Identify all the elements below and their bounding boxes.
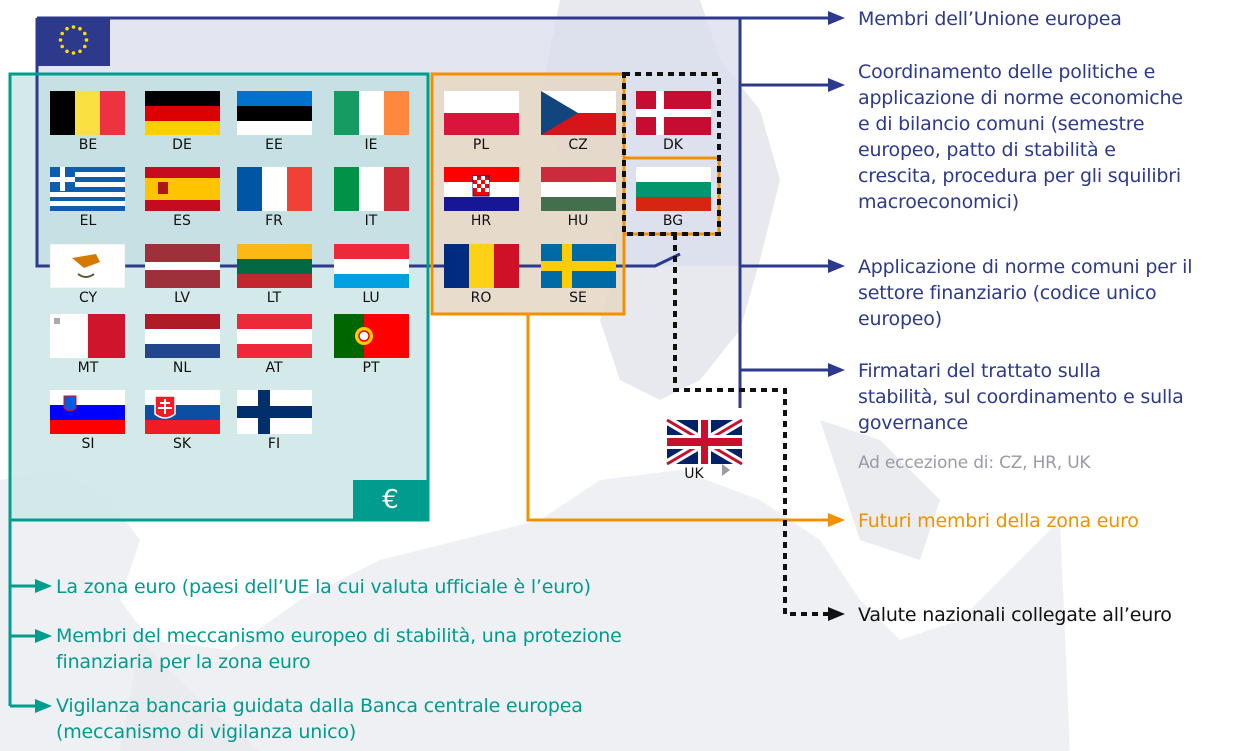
code-at: AT	[265, 360, 283, 376]
code-fr: FR	[265, 213, 283, 229]
euro-box	[353, 480, 428, 520]
code-mt: MT	[77, 360, 99, 376]
label-esm: Membri del meccanismo europeo di stabili…	[56, 625, 622, 673]
flag-it	[334, 167, 409, 211]
flag-at	[237, 314, 312, 358]
code-ee: EE	[265, 137, 283, 153]
flag-uk	[664, 416, 745, 468]
code-si: SI	[81, 436, 95, 452]
flag-nl	[145, 314, 220, 358]
code-el: EL	[79, 213, 97, 229]
code-lt: LT	[266, 290, 282, 306]
label-financial-rules: Applicazione di norme comuni per il sett…	[858, 256, 1193, 330]
code-sk: SK	[172, 436, 192, 452]
flag-lv	[145, 244, 220, 288]
eurozone-region	[10, 74, 428, 520]
code-ie: IE	[364, 137, 378, 153]
flag-sk	[145, 390, 220, 434]
flag-se	[541, 244, 616, 288]
flag-pl	[444, 91, 519, 135]
label-treaty-exception: Ad eccezione di: CZ, HR, UK	[858, 453, 1091, 473]
code-se: SE	[569, 290, 587, 306]
code-lu: LU	[362, 290, 380, 306]
euro-symbol: €	[382, 485, 399, 515]
code-lv: LV	[174, 290, 190, 306]
flag-be	[50, 91, 125, 135]
flag-ee	[237, 91, 312, 135]
code-es: ES	[173, 213, 191, 229]
label-linked-currencies: Valute nazionali collegate all’euro	[858, 604, 1172, 626]
flag-cz	[541, 91, 616, 135]
label-coordination: Coordinamento delle politiche e applicaz…	[858, 61, 1183, 213]
flag-ro	[444, 244, 519, 288]
flag-fi	[237, 390, 312, 434]
code-dk: DK	[663, 137, 683, 153]
label-eurozone: La zona euro (paesi dell’UE la cui valut…	[56, 576, 591, 598]
code-nl: NL	[172, 360, 192, 376]
code-hu: HU	[567, 213, 589, 229]
code-fi: FI	[267, 436, 281, 452]
code-pt: PT	[362, 360, 380, 376]
code-bg: BG	[662, 213, 684, 229]
flag-de	[145, 91, 220, 135]
flag-es	[145, 167, 220, 211]
flag-hu	[541, 167, 616, 211]
flag-el	[50, 167, 125, 211]
code-hr: HR	[470, 213, 492, 229]
label-treaty: Firmatari del trattato sulla stabilità, …	[858, 360, 1184, 434]
flag-fr	[237, 167, 312, 211]
flag-dk	[636, 91, 711, 135]
chevron-right-icon	[722, 464, 730, 476]
code-it: IT	[364, 213, 378, 229]
code-be: BE	[78, 137, 98, 153]
flag-si	[50, 390, 125, 434]
flag-lt	[237, 244, 312, 288]
code-cz: CZ	[568, 137, 588, 153]
label-future-euro: Futuri membri della zona euro	[858, 510, 1139, 532]
flag-mt	[50, 314, 125, 358]
code-ro: RO	[470, 290, 492, 306]
code-pl: PL	[472, 137, 490, 153]
flag-lu	[334, 244, 409, 288]
flag-bg	[636, 167, 711, 211]
label-eu-members: Membri dell’Unione europea	[858, 8, 1122, 30]
flag-cy	[49, 243, 126, 289]
code-de: DE	[172, 137, 192, 153]
code-cy: CY	[78, 290, 98, 306]
flag-ie	[334, 91, 409, 135]
code-uk: UK	[684, 466, 704, 482]
flag-pt	[334, 314, 409, 358]
label-banking-supervision: Vigilanza bancaria guidata dalla Banca c…	[56, 695, 583, 743]
flag-hr	[444, 167, 519, 211]
